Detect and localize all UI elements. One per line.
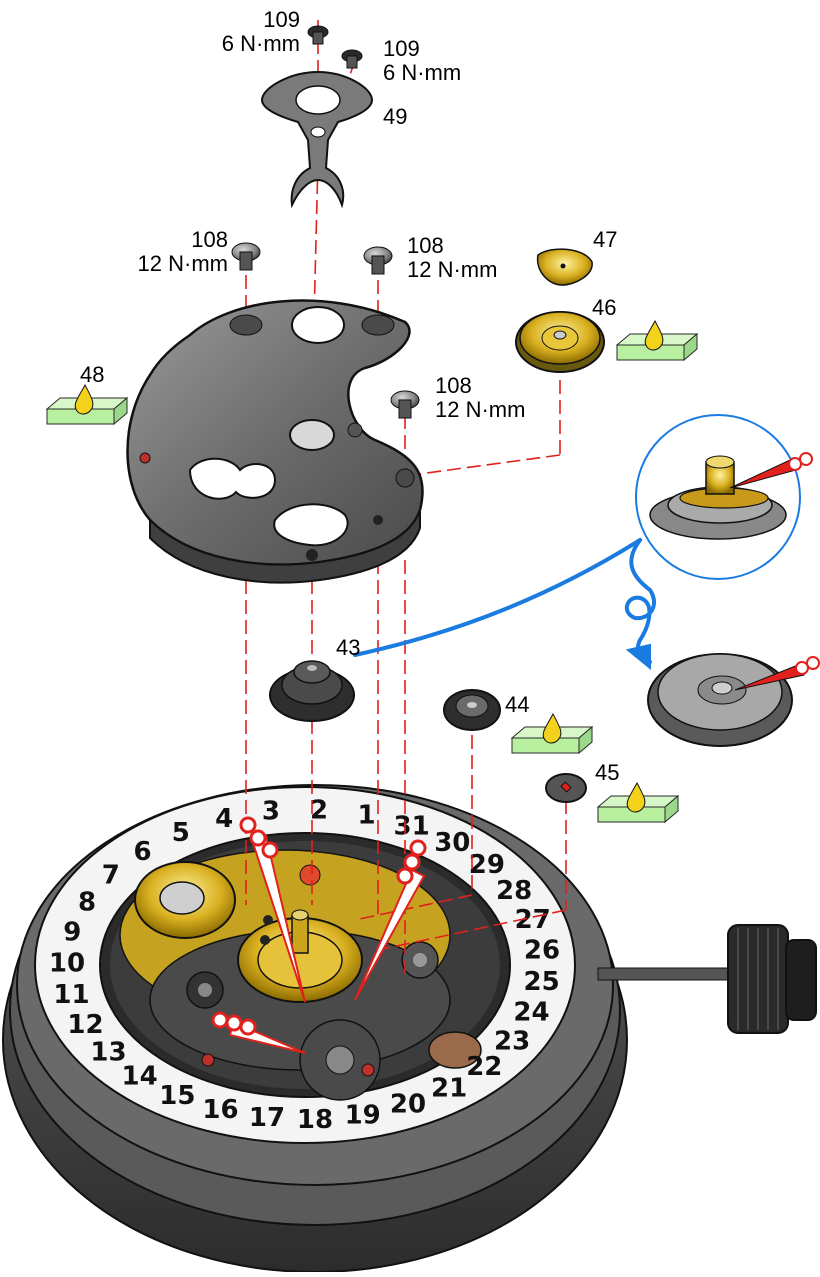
- wheel-45: [545, 773, 587, 803]
- part-number: 108: [191, 227, 228, 252]
- date-ring-number: 12: [67, 1010, 103, 1040]
- callout-43: 43: [336, 636, 360, 660]
- date-ring-number: 13: [90, 1038, 126, 1068]
- date-ring-number: 29: [469, 850, 505, 880]
- oil-pad-48: [45, 383, 129, 426]
- date-ring-number: 9: [63, 918, 81, 948]
- plate-48: [126, 299, 424, 584]
- date-ring-number: 19: [345, 1100, 381, 1130]
- date-ring-number: 23: [494, 1026, 530, 1056]
- screw-108-a: [231, 242, 261, 271]
- oiler-icon: [211, 1011, 306, 1054]
- callout-108-b: 108 12 N·mm: [407, 234, 497, 282]
- screw-109-a: [307, 25, 329, 45]
- date-ring-number: 7: [102, 860, 120, 890]
- oil-drop-icon: [644, 319, 664, 351]
- oiler-icon: [239, 816, 306, 1003]
- part-number: 46: [592, 295, 617, 320]
- date-ring-number: 16: [202, 1095, 238, 1125]
- torque-value: 12 N·mm: [137, 251, 228, 276]
- part-number: 48: [80, 362, 105, 387]
- part-number: 109: [263, 7, 300, 32]
- date-ring-number: 4: [215, 804, 233, 834]
- oiler-icon: [354, 839, 427, 1001]
- date-ring-number: 25: [524, 967, 560, 997]
- oil-pad-44: [510, 712, 594, 755]
- date-ring-number: 5: [172, 818, 190, 848]
- date-ring-number: 20: [390, 1090, 426, 1120]
- callout-47: 47: [593, 228, 617, 252]
- date-ring-number: 3: [262, 797, 280, 827]
- date-ring-number: 21: [431, 1073, 467, 1103]
- part-number: 108: [435, 373, 472, 398]
- oil-pad-46: [615, 319, 699, 362]
- callout-109-a: 109 6 N·mm: [180, 8, 300, 56]
- part-number: 45: [595, 760, 620, 785]
- callout-108-c: 108 12 N·mm: [435, 374, 525, 422]
- callout-49: 49: [383, 105, 407, 129]
- screw-109-b: [341, 49, 363, 69]
- oiler-icon: [729, 452, 813, 489]
- part-number: 108: [407, 233, 444, 258]
- part-number: 43: [336, 635, 361, 660]
- part-number: 49: [383, 104, 408, 129]
- torque-value: 12 N·mm: [435, 397, 526, 422]
- screw-108-c: [390, 390, 420, 419]
- date-ring-number: 15: [159, 1081, 195, 1111]
- oil-drop-icon: [542, 712, 562, 744]
- detail-wheel: [647, 653, 793, 747]
- date-ring-number: 14: [122, 1061, 158, 1091]
- callout-46: 46: [592, 296, 616, 320]
- torque-value: 6 N·mm: [221, 31, 300, 56]
- callout-48: 48: [80, 363, 104, 387]
- magnifier-circle-icon: [635, 414, 801, 580]
- screw-108-b: [363, 246, 393, 275]
- date-ring-number: 17: [249, 1103, 285, 1133]
- cam-47: [536, 248, 593, 286]
- oiler-icon: [734, 656, 820, 691]
- part-number: 47: [593, 227, 618, 252]
- part-number: 109: [383, 36, 420, 61]
- oil-drop-icon: [74, 383, 94, 415]
- date-ring-number: 24: [513, 998, 549, 1028]
- date-ring-number: 1: [358, 800, 376, 830]
- callout-44: 44: [505, 693, 529, 717]
- date-ring-number: 22: [466, 1052, 502, 1082]
- date-ring-number: 10: [49, 949, 85, 979]
- torque-value: 6 N·mm: [383, 60, 462, 85]
- wheel-43: [269, 660, 355, 722]
- date-ring-number: 11: [53, 980, 89, 1010]
- callout-108-a: 108 12 N·mm: [108, 228, 228, 276]
- oil-drop-icon: [626, 781, 646, 813]
- date-ring-number: 30: [434, 828, 470, 858]
- date-ring-number: 8: [78, 888, 96, 918]
- wheel-46: [515, 311, 605, 373]
- date-ring-number: 31: [394, 811, 430, 841]
- date-ring-number: 26: [524, 936, 560, 966]
- blue-arrow-icon: [353, 538, 656, 671]
- date-ring-number: 2: [310, 795, 328, 825]
- torque-value: 12 N·mm: [407, 257, 498, 282]
- oil-pad-45: [596, 781, 680, 824]
- callout-45: 45: [595, 761, 619, 785]
- part-number: 44: [505, 692, 530, 717]
- date-ring-number: 18: [297, 1105, 333, 1135]
- bridge-49: [260, 70, 374, 209]
- wheel-44: [443, 689, 501, 731]
- date-ring-number: 6: [133, 837, 151, 867]
- callout-109-b: 109 6 N·mm: [383, 37, 461, 85]
- date-ring-number: 28: [496, 876, 532, 906]
